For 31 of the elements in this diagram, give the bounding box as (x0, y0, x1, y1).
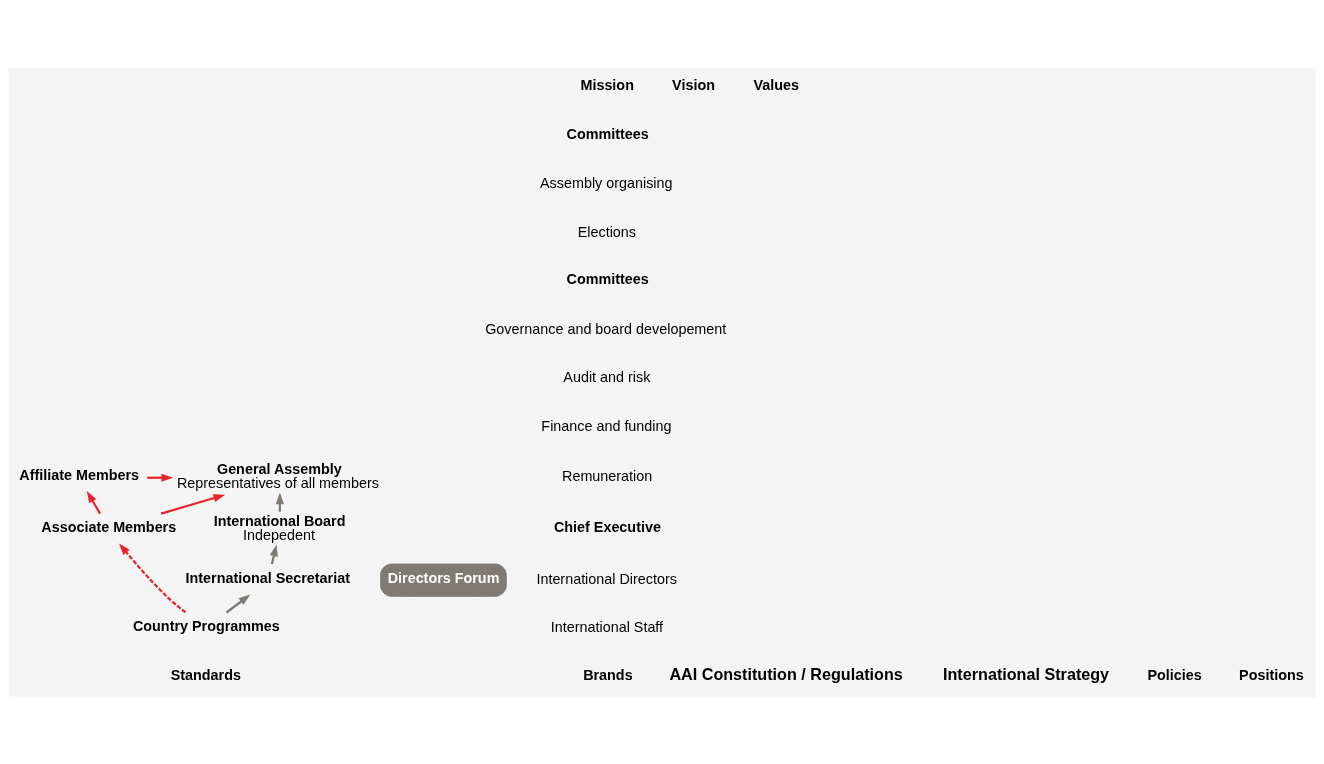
label: Assembly organising (540, 174, 673, 191)
label: Elections (577, 223, 637, 240)
node-text: General Assembly Representatives of all members (177, 460, 379, 491)
node-text: Country Programmes (132, 617, 280, 634)
arrow (160, 493, 226, 515)
arrow (119, 542, 187, 613)
label: Committees (566, 270, 649, 287)
label: Values (753, 76, 799, 93)
label: Brands (583, 666, 633, 683)
label: Governance and board developement (485, 320, 727, 337)
label: International Strategy (943, 664, 1110, 683)
label: Remuneration (562, 467, 653, 484)
label: Finance and funding (541, 417, 672, 434)
arrow (225, 594, 251, 613)
label: Chief Executive (553, 518, 661, 535)
label: Committees (566, 125, 649, 142)
node-text: Associate Members (41, 518, 177, 535)
label: International Staff (550, 618, 664, 635)
node-text: International Secretariat (185, 569, 350, 586)
label: Standards (170, 666, 241, 683)
label: International Directors (536, 570, 677, 587)
node-text: Affiliate Members (19, 466, 139, 483)
node-box: Directors Forum (380, 563, 507, 597)
arrow (86, 490, 102, 514)
label: Policies (1147, 666, 1202, 683)
label: Mission (580, 76, 634, 93)
label: AAI Constitution / Regulations (669, 664, 903, 683)
label: Positions (1239, 666, 1304, 683)
label: Vision (672, 76, 715, 93)
label: Audit and risk (563, 368, 651, 385)
node-text: International Board Indepedent (213, 512, 346, 543)
